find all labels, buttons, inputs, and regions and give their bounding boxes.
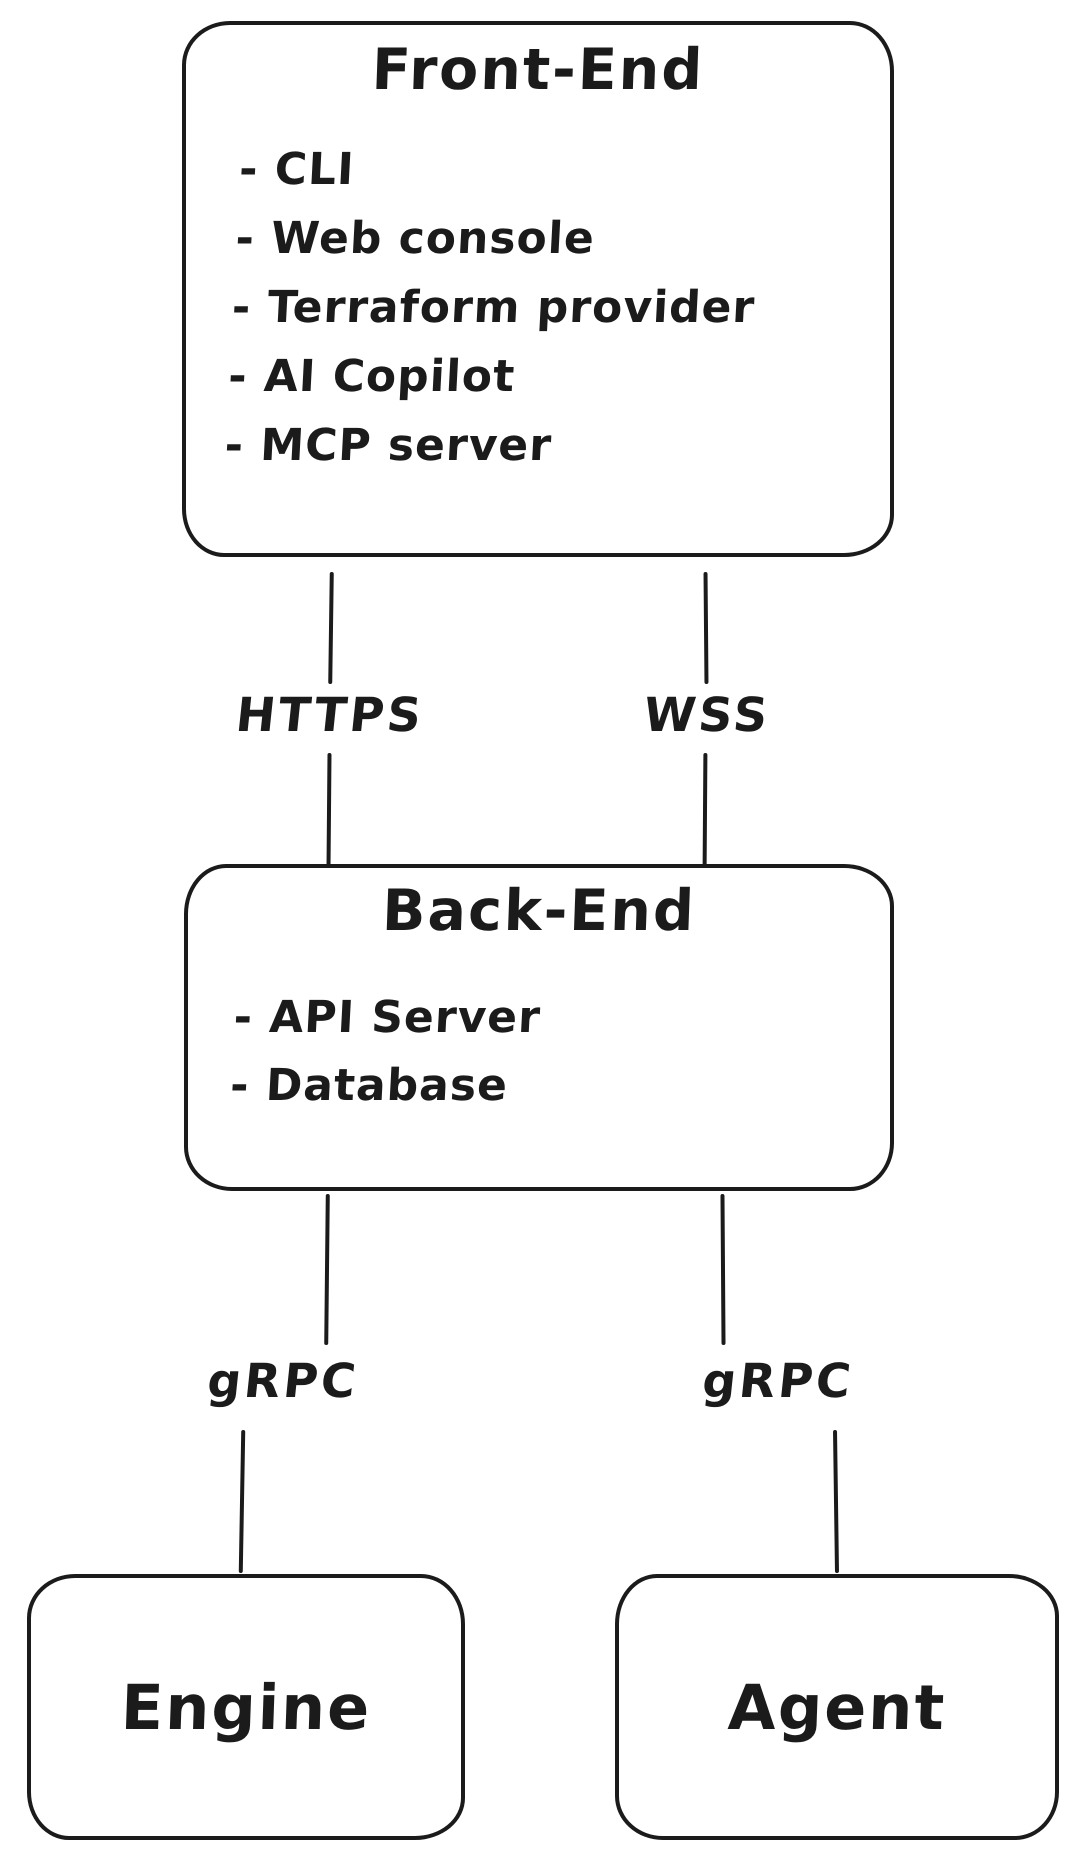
list-item: - API Server xyxy=(232,992,543,1043)
edge-label-wss: WSS xyxy=(640,688,774,743)
node-back-end: Back-End - API Server - Database xyxy=(184,864,894,1191)
list-item: - Database xyxy=(228,1060,510,1111)
front-end-title: Front-End xyxy=(370,37,706,103)
list-item: - MCP server xyxy=(223,420,554,471)
node-engine: Engine xyxy=(27,1574,465,1840)
edge-wss-line-upper xyxy=(703,571,709,685)
edge-label-https: HTTPS xyxy=(233,688,427,743)
back-end-item-list: - API Server - Database xyxy=(228,984,893,1120)
edge-grpc-left-line-upper xyxy=(324,1193,330,1346)
node-front-end: Front-End - CLI - Web console - Terrafor… xyxy=(182,21,894,557)
node-agent: Agent xyxy=(615,1574,1059,1840)
back-end-title: Back-End xyxy=(381,878,697,944)
edge-https-line-lower xyxy=(326,752,332,870)
engine-title: Engine xyxy=(119,1670,373,1744)
list-item: - AI Copilot xyxy=(227,351,517,402)
edge-grpc-right-line-upper xyxy=(720,1193,726,1346)
edge-label-grpc-left: gRPC xyxy=(204,1354,362,1409)
edge-wss-line-lower xyxy=(702,752,708,870)
agent-title: Agent xyxy=(726,1670,948,1744)
list-item: - Web console xyxy=(234,213,597,264)
list-item: - Terraform provider xyxy=(230,282,757,333)
list-item: - CLI xyxy=(237,144,356,195)
edge-https-line-upper xyxy=(328,571,334,685)
front-end-item-list: - CLI - Web console - Terraform provider… xyxy=(223,135,899,480)
edge-label-grpc-right: gRPC xyxy=(699,1354,857,1409)
edge-grpc-left-line-lower xyxy=(238,1429,246,1574)
edge-grpc-right-line-lower xyxy=(833,1429,839,1574)
